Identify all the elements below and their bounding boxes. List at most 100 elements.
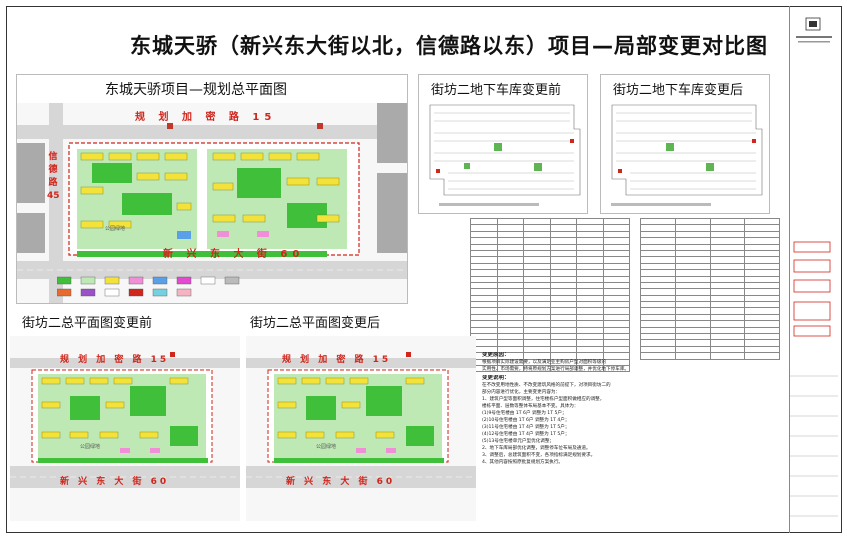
table-row [470,326,630,335]
table-cell [602,294,630,303]
table-row [640,269,780,277]
table-cell [744,352,780,360]
table-row [470,313,630,322]
table-cell [602,364,630,373]
table-row [640,352,780,360]
table-row [470,262,630,271]
garage-before-caption [439,203,539,206]
notes-detail-line: 在不改变用地性质、不改变建筑风格的前提下，对项目街坊二的 [482,383,611,388]
table-cell [602,307,630,315]
table-cell [744,256,780,264]
table-row [640,288,780,296]
table-row [640,339,780,347]
notes-detail-line: (5)13号住宅楼单元户型优化调整； [482,439,555,444]
table-cell [602,275,630,283]
table-cell [744,345,780,354]
table-row [470,339,630,347]
garage-before-plan [429,104,581,196]
notes-reason-line: 根据项目实际建设需要，以及满足业主购房户型对面积等级的 [482,360,607,365]
master-plan-legend [57,276,240,297]
table-row [640,326,780,335]
notes-heading-detail: 变更说明： [482,375,510,381]
master-plan-title: 东城天骄项目—规划总平面图 [105,82,287,98]
table-cell [602,339,630,347]
table-cell [744,301,780,309]
garage-after-title: 街坊二地下车库变更后 [613,83,744,98]
table-cell [602,320,630,328]
indicator-table-left [470,217,630,373]
notes-detail-line: 楼栋平面、层数等整体布局基本不变。具体为： [482,404,579,409]
indicator-tables [470,217,782,373]
table-cell [744,326,780,335]
table-row [470,288,630,296]
table-row [470,364,630,373]
notes-detail-line: (4)12号住宅楼由 1T 4户 调整为 1T 5户； [482,432,570,437]
notes-reason-line: 实用性、市场需要，特将原规划方案进行局部调整，并优化地下停车库。 [482,367,630,372]
table-row [640,307,780,315]
table-row [640,275,780,283]
garage-before-panel: 街坊二地下车库变更前 [418,74,588,214]
table-row [470,352,630,360]
master-plan-map [17,103,407,303]
table-cell [744,294,780,303]
table-cell [602,313,630,322]
table-cell [744,332,780,341]
title-block-rows [790,375,838,517]
table-row [640,332,780,341]
table-cell [602,332,630,341]
site-after-road-south: 新 兴 东 大 街 60 [286,477,396,487]
table-row [640,313,780,322]
table-cell [602,262,630,271]
site-before-panel: 街坊二总平面图变更前 规 划 加 密 路 15 新 兴 东 大 街 60 公园绿… [10,312,240,527]
garage-before-title: 街坊二地下车库变更前 [431,83,562,98]
table-cell [602,301,630,309]
table-row [470,294,630,303]
title-block [789,6,838,533]
table-row [470,256,630,264]
table-row [640,301,780,309]
notes-detail-line: (2)10号住宅楼由 1T 6户 调整为 1T 4户； [482,418,570,423]
site-after-title: 街坊二总平面图变更后 [250,316,381,331]
notes-detail-line: 部分内容进行优化，主要变更内容为： [482,390,561,395]
table-cell [744,281,780,290]
table-row [470,269,630,277]
table-cell [744,307,780,315]
table-row [470,345,630,354]
company-logo-icon [796,17,832,43]
master-road-north: 规 划 加 密 路 15 [135,112,277,123]
table-row [640,294,780,303]
table-cell [744,262,780,271]
table-cell [602,281,630,290]
site-after-panel: 街坊二总平面图变更后 规 划 加 密 路 15 新 兴 东 大 街 60 公园绿… [246,312,476,527]
site-before-map [10,336,240,521]
master-road-south: 新 兴 东 大 街 60 [163,249,305,260]
notes-detail-line: (3)11号住宅楼由 1T 4户 调整为 1T 5户； [482,425,570,430]
notes-detail-line: 3、调整后，总建筑面积不变，各项指标满足规划要求。 [482,453,596,458]
notes-detail-line: 2、地下车库局部优化调整，调整停车位布局及通道。 [482,446,591,451]
master-label-green: 公园绿地 [105,226,126,232]
garage-after-plan [611,104,763,196]
table-row [470,275,630,283]
notes-heading-reason: 变更原因： [482,352,510,358]
table-cell [744,339,780,347]
approval-stamps [793,241,831,337]
site-after-road-north: 规 划 加 密 路 15 [282,355,392,365]
table-cell [602,358,630,367]
table-row [470,281,630,290]
master-plan-panel: 东城天骄项目—规划总平面图 规 划 加 密 路 15 新 兴 东 大 [16,74,408,304]
table-cell [744,320,780,328]
change-notes: 变更原因： 根据项目实际建设需要，以及满足业主购房户型对面积等级的 实用性、市场… [482,350,782,466]
table-row [640,281,780,290]
table-cell [744,269,780,277]
table-row [470,320,630,328]
site-before-road-north: 规 划 加 密 路 15 [60,355,170,365]
table-row [470,358,630,367]
notes-detail-line: (1)9号住宅楼由 1T 6户 调整为 1T 5户； [482,411,567,416]
table-row [470,307,630,315]
site-after-label-green: 公园绿地 [316,444,337,450]
table-row [640,262,780,271]
garage-after-panel: 街坊二地下车库变更后 [600,74,770,214]
notes-detail-line: 1、建筑户型等面积调整，住宅楼栋户型面积做相应的调整， [482,397,605,402]
master-road-west: 信德路45 [47,152,60,201]
site-after-map [246,336,476,521]
